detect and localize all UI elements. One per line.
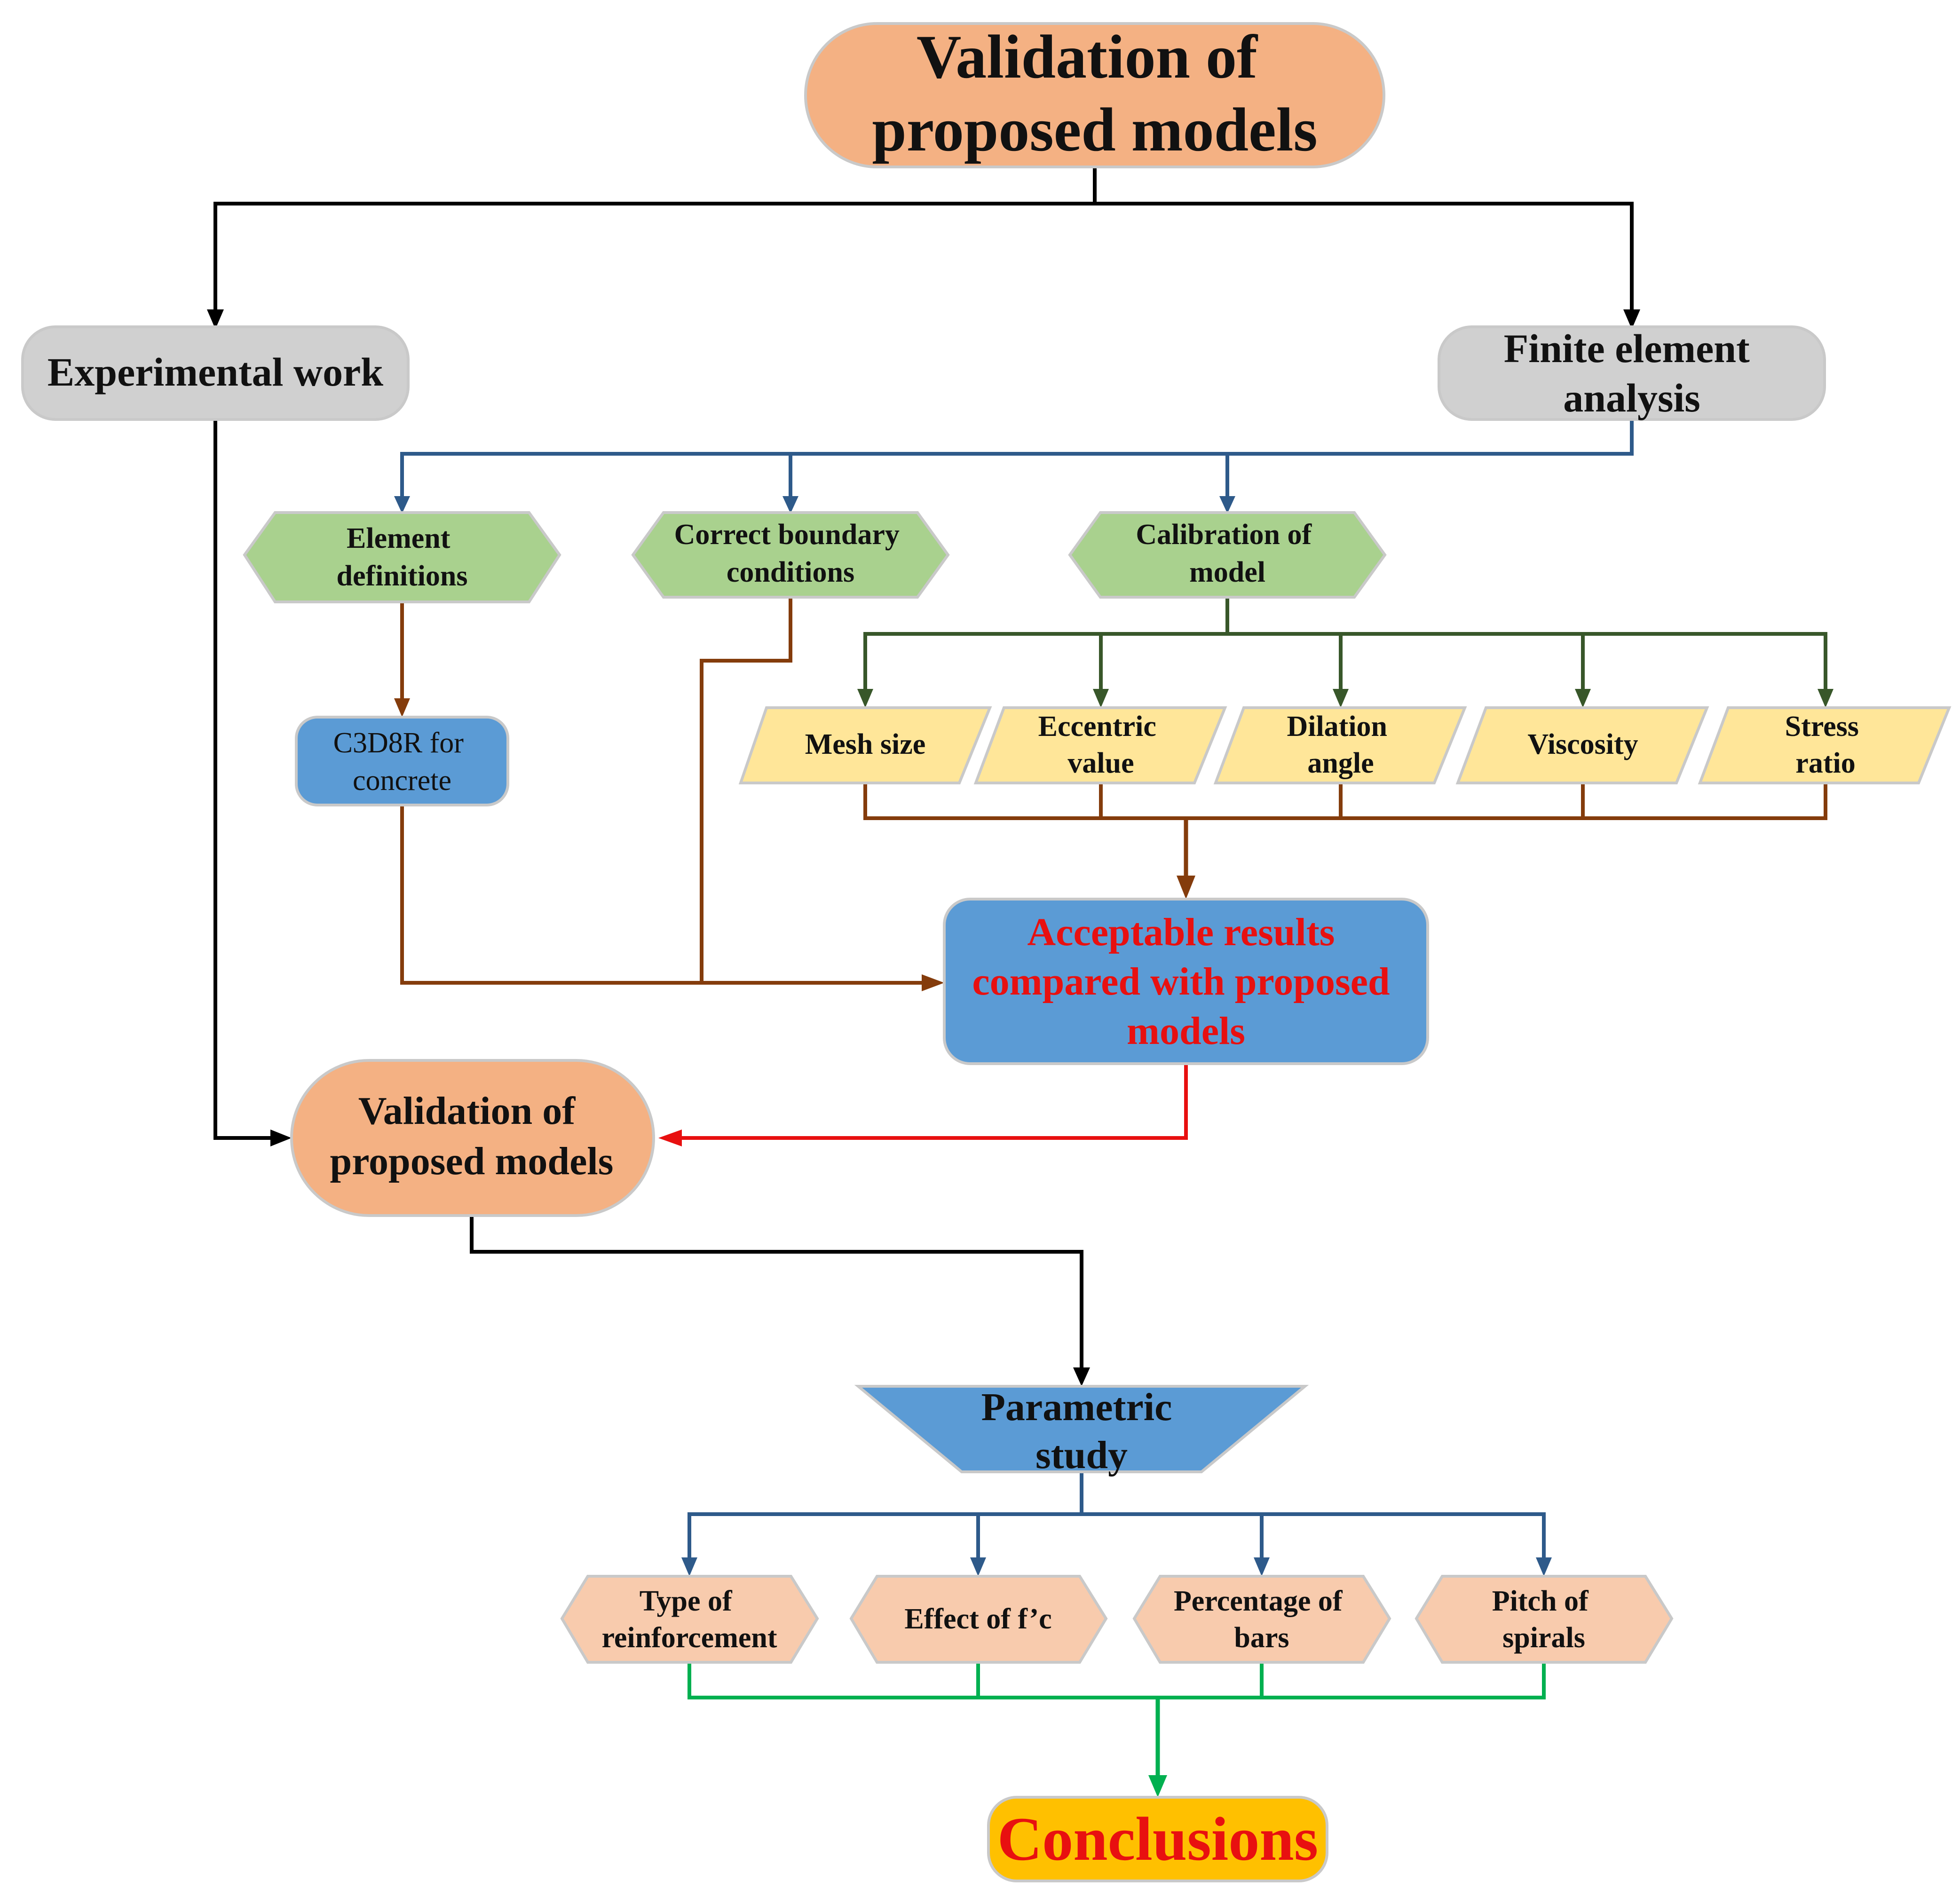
node-effect-of-fc: Effect of f’c [849,1575,1108,1664]
connector-parametric-to-pitch [1082,1512,1546,1561]
node-label: Calibration of model [1136,519,1319,588]
connector-fea-to-element [400,419,1634,498]
connector-boundary-to-acceptable [700,597,792,983]
arrowhead-conclusions [1148,1775,1167,1797]
arrowhead-validation-right [658,1130,682,1146]
node-label: Acceptable results compared with propose… [972,910,1399,1053]
node-type-of-reinforcement: Type of reinforcement [560,1575,819,1664]
node-correct-boundary-conditions: Correct boundary conditions [631,511,950,599]
node-viscosity: Viscosity [1455,706,1709,784]
node-label: Conclusions [997,1804,1318,1873]
node-label: Eccentric value [1038,711,1164,779]
node-label: Pitch of spirals [1492,1585,1596,1654]
arrowhead-acceptable-left [922,974,944,991]
arrowhead-c3d8r [394,698,410,717]
connector-parametric-to-params [688,1472,1083,1561]
arrowhead-boundary [782,496,798,513]
arrowhead-eccentric [1093,689,1109,708]
node-mesh-size: Mesh size [738,706,992,784]
node-calibration-of-model: Calibration of model [1068,511,1387,599]
connector-acceptable-to-validation [677,1064,1188,1140]
arrowhead-mesh [857,689,873,708]
node-conclusions: Conclusions [987,1796,1328,1882]
connector-top-to-experimental [213,167,1097,313]
arrowhead-acceptable-top [1177,876,1195,899]
connector-calibration-to-params [863,597,1229,691]
connector-experimental-to-validation [213,419,275,1140]
node-label: Finite element analysis [1504,326,1760,420]
node-label: Element definitions [336,522,467,592]
node-label: Type of reinforcement [602,1585,777,1654]
arrowhead-pitch [1536,1557,1552,1576]
node-label: Correct boundary conditions [674,519,907,588]
arrowhead-element [394,496,410,513]
connector-calibration-to-stress [1227,632,1827,691]
node-c3d8r-for-concrete: C3D8R for concrete [295,716,509,806]
node-dilation-angle: Dilation angle [1213,706,1467,784]
connector-params-merge [863,783,1827,820]
connector-validation-to-parametric [470,1216,1083,1372]
arrowhead-experimental [207,309,224,329]
node-label: Validation of proposed models [872,22,1317,164]
node-label: Effect of f’c [904,1603,1051,1635]
arrowhead-viscosity [1575,689,1591,708]
arrowhead-fea [1623,309,1640,329]
node-label: Validation of proposed models [330,1089,614,1183]
node-validation-top: Validation of proposed models [804,22,1385,168]
node-label: Mesh size [805,728,926,760]
node-pitch-of-spirals: Pitch of spirals [1415,1575,1674,1664]
node-experimental-work: Experimental work [21,325,410,421]
node-stress-ratio: Stress ratio [1698,706,1952,784]
connector-c3d8r-to-acceptable [400,805,929,985]
connector-params2-merge [688,1662,1546,1699]
node-label: Stress ratio [1785,711,1866,779]
connector-lines [213,167,1827,1780]
connector-top-to-fea [1095,202,1634,313]
node-element-definitions: Element definitions [243,511,561,603]
node-label: Experimental work [47,349,383,395]
arrowhead-dilation [1333,689,1349,708]
arrowhead-validation-left [270,1130,292,1146]
node-label: Parametric study [981,1385,1182,1477]
node-finite-element-analysis: Finite element analysis [1438,325,1826,421]
arrowhead-stress [1818,689,1834,708]
arrowhead-calibration [1219,496,1235,513]
node-label: Dilation angle [1287,711,1394,779]
arrowhead-type [681,1557,697,1576]
arrowheads [207,309,1834,1797]
node-label: Viscosity [1527,728,1638,760]
node-eccentric-value: Eccentric value [973,706,1227,784]
node-label: Percentage of bars [1174,1585,1350,1654]
node-validation-mid: Validation of proposed models [290,1059,655,1217]
arrowhead-percentage [1254,1557,1270,1576]
arrowhead-effect [970,1557,986,1576]
node-acceptable-results: Acceptable results compared with propose… [943,898,1429,1065]
node-label: C3D8R for concrete [333,727,471,797]
node-percentage-of-bars: Percentage of bars [1132,1575,1391,1664]
arrowhead-parametric [1073,1367,1090,1386]
node-parametric-study: Parametric study [854,1385,1309,1477]
